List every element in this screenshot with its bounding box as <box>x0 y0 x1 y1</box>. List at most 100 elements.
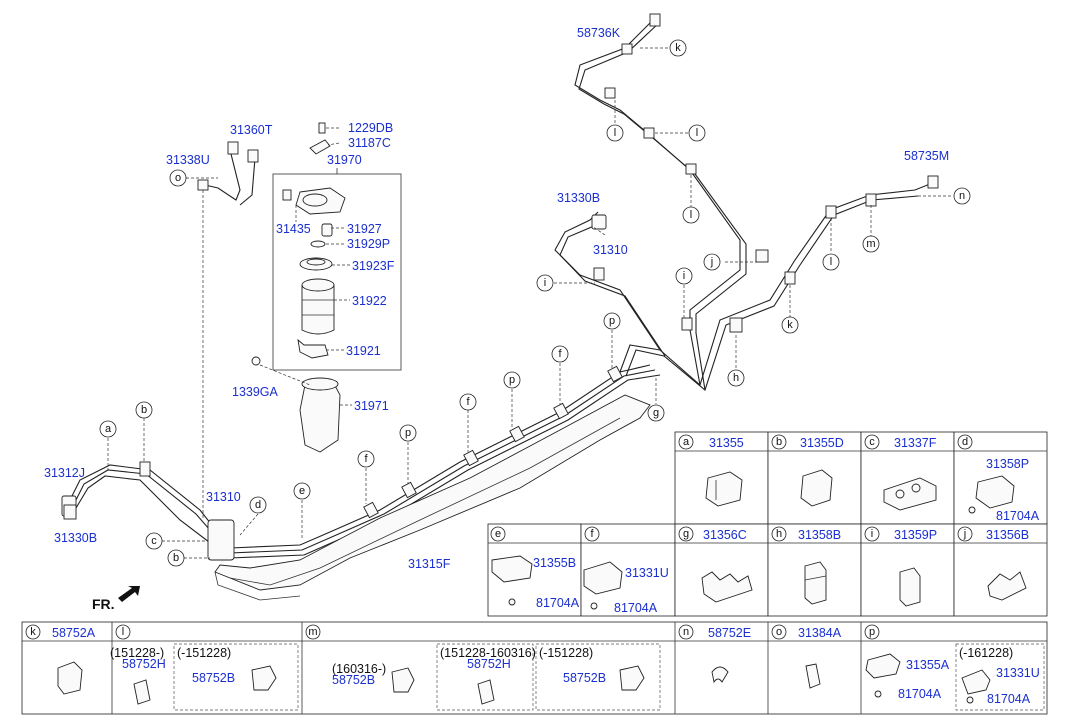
clip-31358P-icon <box>975 475 1015 509</box>
cell-a-letter: a <box>683 436 690 448</box>
line-connectors <box>61 13 939 561</box>
clip-31356B-icon <box>987 571 1027 601</box>
cell-i-part: 31359P <box>894 528 937 542</box>
cell-j-part: 31356B <box>986 528 1029 542</box>
front-label: FR. <box>92 596 115 612</box>
clip-31384A-icon <box>805 663 821 689</box>
label-31338U: 31338U <box>166 153 210 167</box>
clip-31359P-icon <box>899 567 921 607</box>
svg-text:c: c <box>151 535 157 547</box>
cell-b-part: 31355D <box>800 436 844 450</box>
ref-circle-d: d <box>249 496 267 514</box>
cell-g-part: 31356C <box>703 528 747 542</box>
clip-31337F-icon <box>883 477 937 511</box>
label-1229DB: 1229DB <box>348 121 393 135</box>
clip-31355B-icon <box>491 555 533 583</box>
cell-e-sub: 81704A <box>536 596 580 610</box>
ref-circle-i: i <box>675 267 693 285</box>
svg-text:n: n <box>959 190 965 202</box>
fuel-filter-parts <box>282 187 346 359</box>
label-31970: 31970 <box>327 153 362 167</box>
svg-text:g: g <box>653 407 659 419</box>
cell-m-part-c: 58752B <box>563 671 606 685</box>
bolt-and-bracket <box>309 122 331 155</box>
clip-31331U-icon <box>961 669 991 695</box>
svg-text:h: h <box>733 372 739 384</box>
svg-text:l: l <box>690 209 692 221</box>
label-58736K: 58736K <box>577 26 621 40</box>
cell-d-sub: 81704A <box>996 509 1040 523</box>
return-pipe-assembly <box>197 141 259 206</box>
clip-58752B-icon <box>251 665 277 691</box>
ref-circle-l: l <box>682 206 700 224</box>
bolt-icon <box>508 598 516 606</box>
svg-text:p: p <box>509 374 515 386</box>
label-31330B-left: 31330B <box>54 531 97 545</box>
cell-a-part: 31355 <box>709 436 744 450</box>
clip-58752A-icon <box>57 661 83 695</box>
clip-58752B-icon <box>619 665 645 691</box>
svg-text:d: d <box>255 499 261 511</box>
cell-d-letter: d <box>962 436 968 448</box>
cell-m-part-a: 58752B <box>332 673 375 687</box>
ref-circle-f: f <box>459 393 477 411</box>
cell-l-range-b: (-151228) <box>177 646 231 660</box>
clip-31358B-icon <box>804 561 827 605</box>
label-31310-left: 31310 <box>206 490 241 504</box>
ref-circle-b: b <box>135 401 153 419</box>
clip-31331U-icon <box>583 561 623 595</box>
label-31360T: 31360T <box>230 123 273 137</box>
ref-circle-k: k <box>781 316 799 334</box>
clip-58752B-icon <box>391 667 415 693</box>
ref-circle-n: n <box>953 187 971 205</box>
line-clips <box>139 43 877 519</box>
cell-e-letter: e <box>495 528 501 540</box>
ref-circle-f: f <box>551 345 569 363</box>
ref-circles: k l l l j k l m n i i h g p f p f p f e … <box>99 39 971 567</box>
label-58735M: 58735M <box>904 149 949 163</box>
ref-circle-c: c <box>145 532 163 550</box>
ref-circle-l: l <box>822 253 840 271</box>
svg-text:b: b <box>141 404 147 416</box>
cell-d-part: 31358P <box>986 457 1029 471</box>
ref-circle-f: f <box>357 450 375 468</box>
ref-circle-j: j <box>703 253 721 271</box>
label-31921: 31921 <box>346 344 381 358</box>
cell-k-part: 58752A <box>52 626 96 640</box>
ref-circle-h: h <box>727 369 745 387</box>
label-31315F: 31315F <box>408 557 451 571</box>
cell-m-part-b: 58752H <box>467 657 511 671</box>
cell-i-letter: i <box>871 528 873 540</box>
label-1339GA: 1339GA <box>232 385 279 399</box>
cell-p-letter: p <box>869 626 875 638</box>
svg-text:i: i <box>683 270 685 282</box>
ref-circle-l: l <box>606 124 624 142</box>
cell-l-part-b: 58752B <box>192 671 235 685</box>
clip-31355-icon <box>705 471 743 507</box>
cell-j-letter: j <box>963 528 966 540</box>
cell-b-letter: b <box>776 436 782 448</box>
clip-58752E-icon <box>711 666 729 684</box>
svg-text:p: p <box>609 315 615 327</box>
cell-m-range-a: (160316-) <box>332 662 386 676</box>
label-31187C: 31187C <box>348 136 391 150</box>
ref-circle-p: p <box>399 424 417 442</box>
leader-lines <box>107 47 953 559</box>
clip-31355D-icon <box>800 469 833 507</box>
ref-circle-e: e <box>293 482 311 500</box>
label-31310-top: 31310 <box>593 243 628 257</box>
cell-p-range-b: (-161228) <box>959 646 1013 660</box>
cell-p-part-b: 31331U <box>996 666 1040 680</box>
part-number-labels: 58736K 58735M 31330B 31310 31360T 31338U… <box>44 26 949 571</box>
cell-m-range-c: (-151228) <box>539 646 593 660</box>
svg-text:o: o <box>175 172 181 184</box>
svg-text:k: k <box>787 319 793 331</box>
svg-text:a: a <box>105 423 112 435</box>
svg-text:l: l <box>696 127 698 139</box>
cell-k-letter: k <box>30 626 36 638</box>
svg-text:i: i <box>544 277 546 289</box>
cell-m-range-b: (151228-160316) <box>440 646 536 660</box>
cell-p-part-a: 31355A <box>906 658 950 672</box>
clip-58752H-icon <box>133 679 151 705</box>
